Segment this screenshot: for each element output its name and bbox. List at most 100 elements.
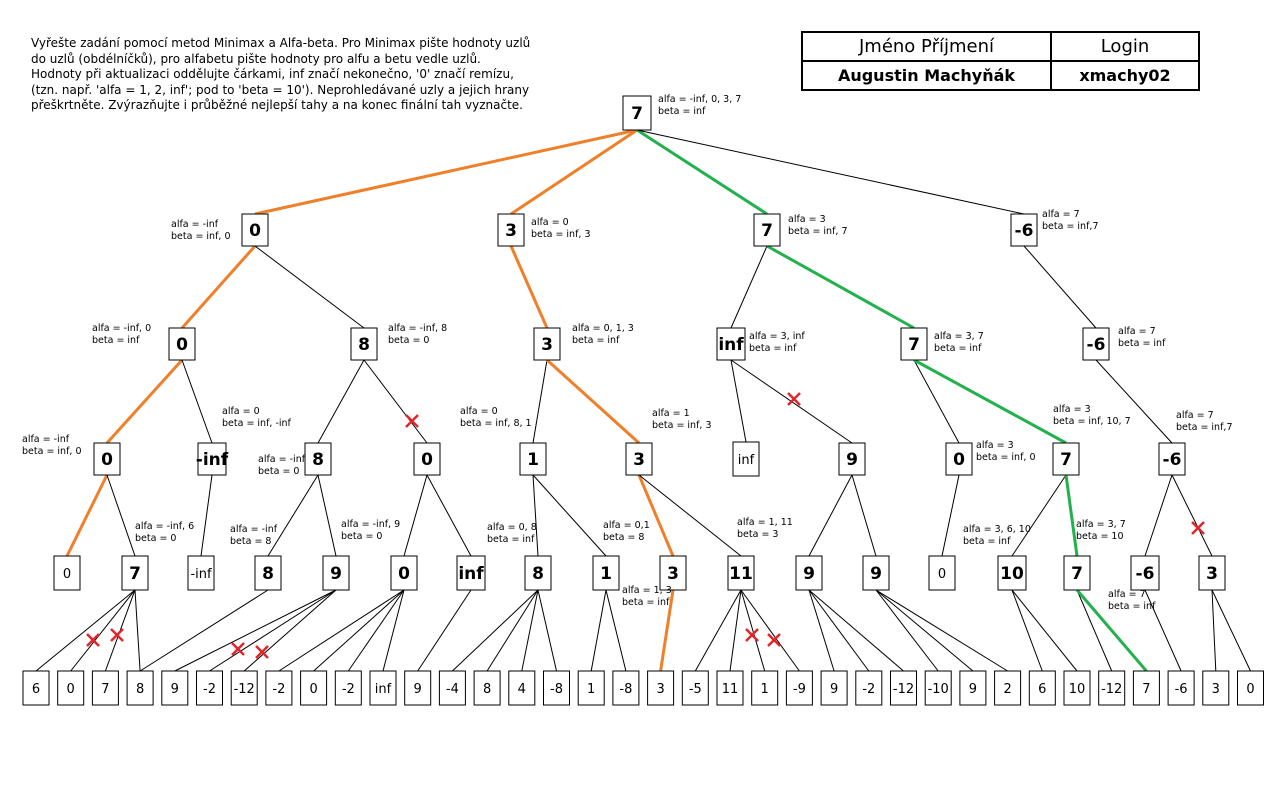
leaf-edge xyxy=(452,589,539,672)
tree-edge xyxy=(532,474,539,557)
node-value: 9 xyxy=(870,564,882,584)
tree-edge xyxy=(636,128,768,216)
tree-edge xyxy=(317,474,337,557)
node-box xyxy=(1052,442,1080,476)
node-value: 3 xyxy=(541,335,553,355)
prune-cross-icon xyxy=(405,414,419,428)
node-box xyxy=(592,555,620,591)
tree-edge xyxy=(532,474,607,557)
tree-edge xyxy=(636,129,1025,215)
alpha-beta-label: alfa = 0 xyxy=(531,217,569,228)
tree-edge xyxy=(637,474,675,557)
leaf-box xyxy=(820,670,848,706)
node-box xyxy=(945,442,973,476)
leaf-box xyxy=(577,670,605,706)
node-box xyxy=(53,555,81,591)
node-value: 0 xyxy=(953,450,965,470)
leaf-edge xyxy=(347,589,405,672)
leaf-edge xyxy=(740,589,766,672)
alpha-beta-label: beta = inf xyxy=(963,536,1011,547)
node-box xyxy=(1158,442,1186,476)
leaf-edge xyxy=(134,589,141,672)
node-value: 3 xyxy=(505,221,517,241)
node-value: 9 xyxy=(846,450,858,470)
alpha-beta-label: alfa = -inf xyxy=(22,434,70,445)
leaf-edge xyxy=(521,589,539,672)
leaf-box xyxy=(1132,670,1160,706)
node-value: -6 xyxy=(1015,221,1034,241)
node-box xyxy=(1082,327,1110,361)
tree-edge xyxy=(426,474,472,557)
alpha-beta-label: beta = 0 xyxy=(388,335,429,346)
leaf-value: 0 xyxy=(309,682,317,697)
alpha-beta-label: alfa = -inf xyxy=(258,454,306,465)
leaf-edge xyxy=(537,589,557,672)
node-box xyxy=(928,555,956,591)
leaf-value: 6 xyxy=(1038,682,1046,697)
tree-edge xyxy=(106,474,136,557)
node-value: 7 xyxy=(129,564,141,584)
node-box xyxy=(1063,555,1091,591)
leaf-edge xyxy=(313,589,405,672)
leaf-box xyxy=(473,670,501,706)
leaf-box xyxy=(126,670,154,706)
prune-cross-icon xyxy=(231,642,245,656)
tree-edge xyxy=(254,128,638,216)
node-value: 0 xyxy=(101,450,113,470)
alpha-beta-label: alfa = 3 xyxy=(788,214,826,225)
prune-cross-icon xyxy=(745,628,759,642)
node-value: 3 xyxy=(633,450,645,470)
alpha-beta-label: alfa = 0 xyxy=(460,406,498,417)
leaf-value: -12 xyxy=(234,682,255,697)
node-value: 0 xyxy=(938,567,946,582)
leaf-edge xyxy=(1211,589,1251,672)
node-value: 7 xyxy=(631,104,643,124)
node-value: 11 xyxy=(729,564,753,584)
alpha-beta-label: alfa = 0, 1, 3 xyxy=(572,323,634,334)
alpha-beta-label: alfa = 7 xyxy=(1176,410,1214,421)
node-box xyxy=(753,213,781,247)
node-value: 0 xyxy=(63,567,71,582)
node-value: 0 xyxy=(421,450,433,470)
leaf-value: -12 xyxy=(893,682,914,697)
leaf-box xyxy=(369,670,397,706)
tree-edge xyxy=(105,358,184,445)
node-value: inf xyxy=(718,335,744,355)
alpha-beta-label: beta = inf xyxy=(1108,601,1156,612)
alpha-beta-label: beta = inf xyxy=(749,343,797,354)
alpha-beta-label: beta = inf, -inf xyxy=(222,418,292,429)
node-box xyxy=(732,441,760,477)
leaf-box xyxy=(785,670,813,706)
node-box xyxy=(241,213,269,247)
tree-edge xyxy=(267,474,319,557)
alpha-beta-label: beta = 0 xyxy=(258,466,299,477)
node-box xyxy=(533,327,561,361)
node-box xyxy=(304,442,332,476)
alpha-beta-label: alfa = 0,1 xyxy=(603,520,650,531)
node-box xyxy=(1198,555,1226,591)
alpha-beta-label: beta = inf xyxy=(622,597,670,608)
leaf-edge xyxy=(1075,589,1148,672)
leaf-box xyxy=(161,670,189,706)
leaf-box xyxy=(924,670,952,706)
node-value: 7 xyxy=(1071,564,1083,584)
leaf-box xyxy=(1167,670,1195,706)
node-box xyxy=(622,95,652,131)
leaf-box xyxy=(230,670,258,706)
leaf-box xyxy=(716,670,744,706)
leaf-box xyxy=(300,670,328,706)
leaf-edge xyxy=(209,589,337,672)
alpha-beta-label: alfa = -inf, 8 xyxy=(388,323,447,334)
leaf-value: 10 xyxy=(1069,682,1086,697)
leaf-value: -8 xyxy=(619,682,632,697)
alpha-beta-label: beta = inf,7 xyxy=(1042,221,1099,232)
leaf-box xyxy=(994,670,1022,706)
node-value: 8 xyxy=(532,564,544,584)
leaf-value: -12 xyxy=(1101,682,1122,697)
leaf-box xyxy=(196,670,223,706)
node-value: 1 xyxy=(527,450,539,470)
leaf-value: -4 xyxy=(446,682,459,697)
alpha-beta-label: alfa = 1 xyxy=(652,408,690,419)
node-value: inf xyxy=(458,564,484,584)
leaf-value: 9 xyxy=(830,682,838,697)
